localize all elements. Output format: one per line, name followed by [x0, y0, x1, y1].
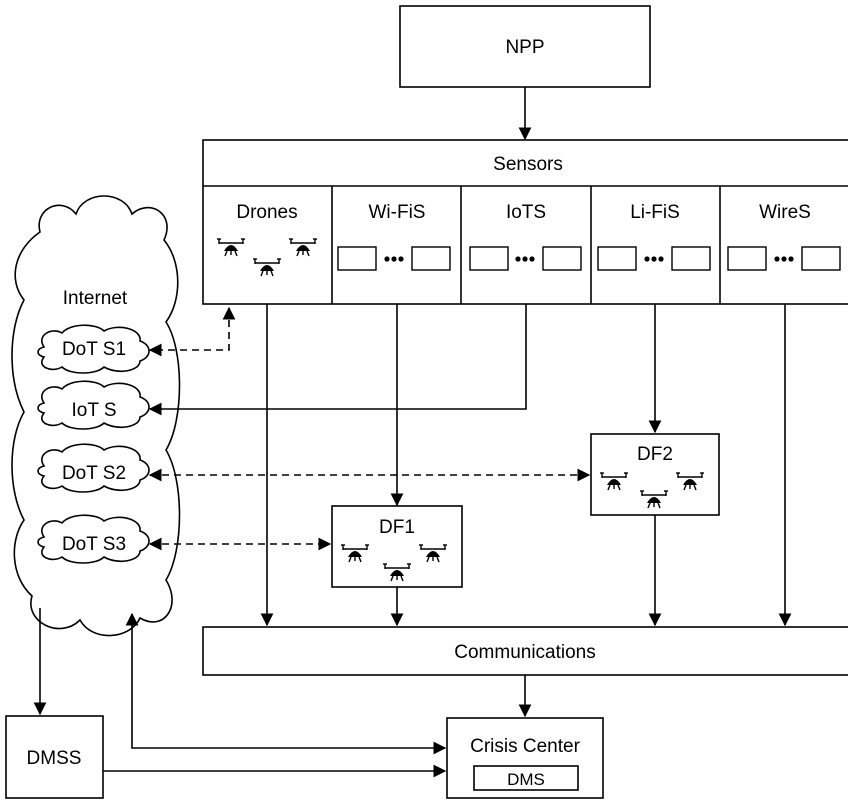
lifi-sensor-devices	[597, 246, 711, 271]
dmss-label: DMSS	[27, 748, 82, 769]
iots-to-iots-service-arrow	[148, 304, 527, 416]
communications-label: Communications	[454, 642, 596, 663]
dms-label: DMS	[507, 770, 545, 789]
wifi-sensor-devices	[337, 246, 451, 271]
crisis-internet-link	[125, 612, 447, 755]
npp-box	[399, 5, 651, 88]
npp-label: NPP	[505, 37, 544, 58]
sensor-col-lifis-label: Li-FiS	[630, 202, 680, 223]
sensors-box	[202, 139, 848, 305]
service-iot-s	[37, 380, 150, 430]
service-dot-s1-label: DoT S1	[62, 339, 126, 360]
sensor-col-drones-label: Drones	[236, 202, 297, 223]
df2-label: DF2	[637, 444, 673, 465]
sensors-label: Sensors	[493, 154, 563, 175]
internet-label: Internet	[63, 288, 128, 309]
sensor-col-iots-label: IoTS	[506, 202, 546, 223]
sensor-col-wires-label: WireS	[759, 202, 811, 223]
dmss-box	[5, 715, 104, 799]
wire-sensor-devices	[727, 246, 841, 271]
service-dot-s2	[37, 443, 150, 493]
service-dot-s1	[37, 324, 150, 374]
iot-sensor-devices	[469, 246, 582, 271]
service-dot-s3-label: DoT S3	[62, 534, 126, 555]
crisis-center-label: Crisis Center	[470, 736, 580, 757]
df1-label: DF1	[379, 517, 415, 538]
service-dot-s3	[37, 514, 150, 564]
dms-box	[473, 765, 579, 791]
sensor-col-wifis-label: Wi-FiS	[369, 202, 426, 223]
service-iot-s-label: IoT S	[71, 400, 116, 421]
drones-dots1-link	[148, 306, 236, 357]
service-dot-s2-label: DoT S2	[62, 463, 126, 484]
